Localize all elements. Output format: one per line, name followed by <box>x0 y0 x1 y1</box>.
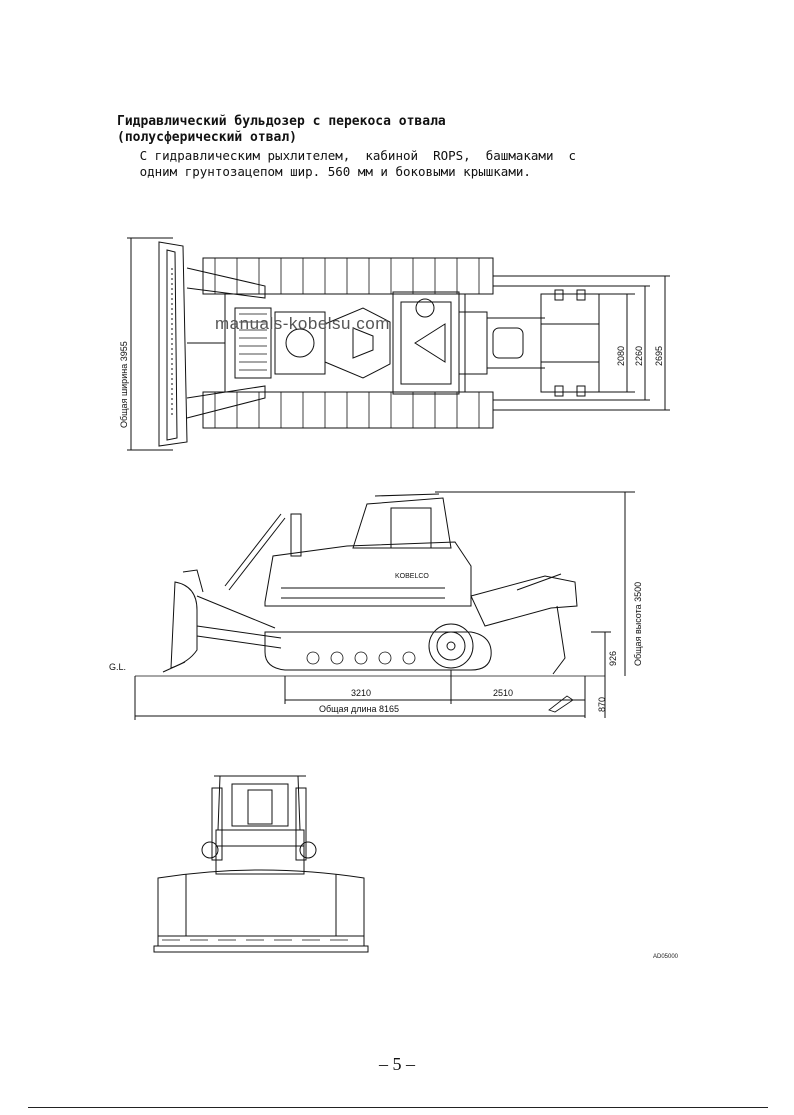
front-view-drawing <box>150 770 390 960</box>
overall-height-label: Общая высота 3500 <box>633 582 643 666</box>
dim-2260-label: 2260 <box>634 346 644 366</box>
heading-line-1: Гидравлический бульдозер с перекоса отва… <box>117 114 446 129</box>
heading-line-2: (полусферический отвал) <box>117 130 298 145</box>
watermark-text: manuals-kobelsu.com <box>215 314 390 333</box>
dim-2080-label: 2080 <box>616 346 626 366</box>
dim-926-label: 926 <box>608 651 618 666</box>
overall-width-label: Общая ширина 3955 <box>119 341 129 428</box>
overall-length-label: Общая длина 8165 <box>319 704 399 714</box>
body-line-1: С гидравлическим рыхлителем, кабиной ROP… <box>117 148 577 163</box>
dim-3210-label: 3210 <box>351 688 371 698</box>
page-number: – 5 – <box>379 1054 415 1074</box>
body-line-2: одним грунтозацепом шир. 560 мм и боковы… <box>117 164 531 179</box>
document-heading: Гидравлический бульдозер с перекоса отва… <box>117 114 737 146</box>
top-view-drawing: Общая ширина 3955 <box>115 228 675 458</box>
dim-2510-label: 2510 <box>493 688 513 698</box>
side-view-drawing: G.L. KOBELCO 3210 2510 Общая длина 8165 <box>105 486 645 726</box>
document-body: С гидравлическим рыхлителем, кабиной ROP… <box>117 148 717 180</box>
dim-2695-label: 2695 <box>654 346 664 366</box>
dim-870-label: 870 <box>597 697 607 712</box>
page-bottom-rule <box>28 1107 768 1108</box>
ground-line-label: G.L. <box>109 662 126 672</box>
figure-code-label: AD05000 <box>653 954 679 960</box>
brand-label: KOBELCO <box>395 573 429 580</box>
